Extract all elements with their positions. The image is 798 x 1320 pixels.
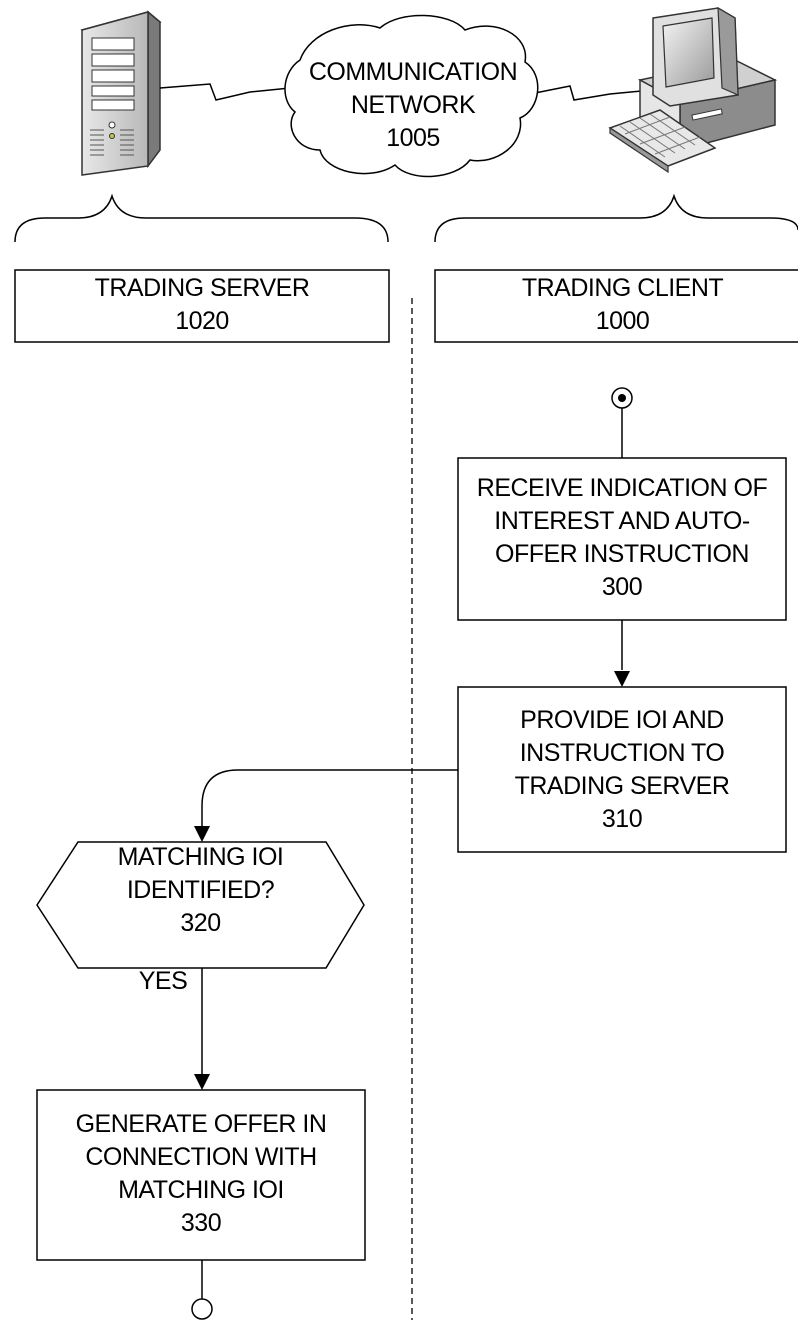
network-label-line-1: COMMUNICATION bbox=[308, 58, 518, 86]
step-300-ref: 300 bbox=[601, 573, 643, 601]
step-330-line-1: GENERATE OFFER IN bbox=[75, 1110, 327, 1138]
step-300-label: RECEIVE INDICATION OF INTEREST AND AUTO-… bbox=[458, 472, 786, 604]
step-300-line-2: INTEREST AND AUTO- bbox=[494, 507, 750, 535]
step-310-ref: 310 bbox=[601, 805, 643, 833]
network-label: COMMUNICATION NETWORK 1005 bbox=[296, 56, 530, 155]
step-310-line-3: TRADING SERVER bbox=[514, 772, 730, 800]
step-330-label: GENERATE OFFER IN CONNECTION WITH MATCHI… bbox=[37, 1108, 365, 1240]
lane-header-client bbox=[434, 269, 798, 343]
step-300-line-1: RECEIVE INDICATION OF bbox=[476, 474, 768, 502]
server-network-link bbox=[159, 83, 291, 101]
yes-label: YES bbox=[138, 967, 188, 995]
step-330-line-3: MATCHING IOI bbox=[118, 1176, 284, 1204]
step-310-label: PROVIDE IOI AND INSTRUCTION TO TRADING S… bbox=[458, 704, 786, 836]
desktop-computer-icon bbox=[608, 6, 778, 174]
server-lane-title: TRADING SERVER bbox=[94, 274, 310, 302]
arrowhead-330 bbox=[194, 1074, 210, 1090]
network-label-line-2: NETWORK bbox=[350, 91, 476, 119]
lane-header-server bbox=[14, 269, 390, 343]
server-tower-icon bbox=[80, 10, 162, 176]
lane-header-server-label: TRADING SERVER 1020 bbox=[15, 272, 389, 338]
decision-320-ref: 320 bbox=[180, 909, 221, 937]
decision-320-line-1: MATCHING IOI bbox=[117, 843, 284, 871]
network-cloud bbox=[284, 14, 539, 178]
server-lane-ref: 1020 bbox=[175, 307, 229, 335]
step-330-ref: 330 bbox=[180, 1209, 222, 1237]
connector-310-320 bbox=[201, 769, 458, 826]
network-label-line-3: 1005 bbox=[386, 124, 440, 152]
server-brace bbox=[14, 193, 389, 243]
lane-header-client-label: TRADING CLIENT 1000 bbox=[435, 272, 798, 338]
step-300-box bbox=[457, 457, 787, 621]
client-brace bbox=[434, 193, 798, 243]
decision-320-shape bbox=[36, 841, 365, 969]
end-marker bbox=[191, 1298, 213, 1320]
step-310-line-1: PROVIDE IOI AND bbox=[520, 706, 724, 734]
arrowhead-310 bbox=[614, 671, 630, 687]
step-310-line-2: INSTRUCTION TO bbox=[519, 739, 725, 767]
network-client-link bbox=[529, 85, 653, 101]
decision-320-line-2: IDENTIFIED? bbox=[126, 876, 275, 904]
step-310-box bbox=[457, 686, 787, 853]
client-lane-title: TRADING CLIENT bbox=[521, 274, 724, 302]
step-330-line-2: CONNECTION WITH bbox=[85, 1143, 317, 1171]
arrowhead-320 bbox=[194, 826, 210, 842]
decision-320-label: MATCHING IOI IDENTIFIED? 320 bbox=[37, 841, 364, 940]
step-300-line-3: OFFER INSTRUCTION bbox=[495, 540, 750, 568]
step-330-box bbox=[36, 1089, 366, 1261]
client-lane-ref: 1000 bbox=[595, 307, 650, 335]
